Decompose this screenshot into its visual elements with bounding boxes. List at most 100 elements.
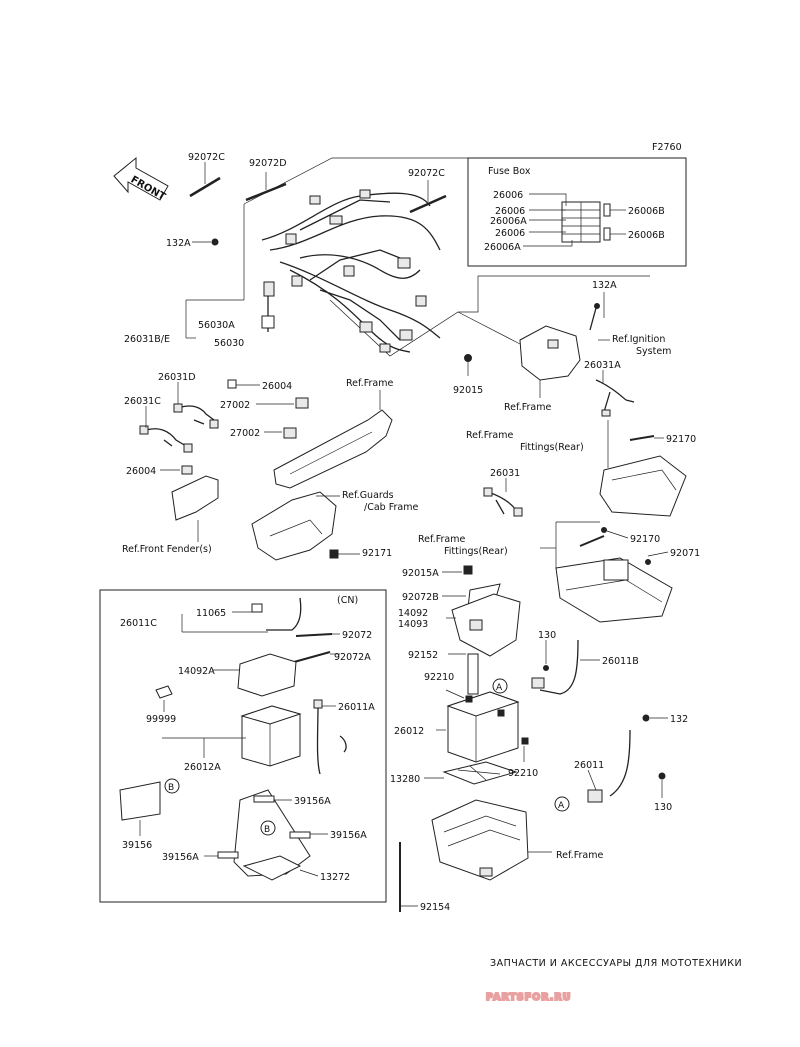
frame-rail-center xyxy=(256,390,393,489)
part-label: 130 xyxy=(654,802,672,813)
ref-label: Fittings(Rear) xyxy=(520,442,584,453)
frame-bracket-ignition xyxy=(519,292,610,398)
ref-label: Ref.Frame xyxy=(504,402,551,413)
fuse-label-3: 26006A xyxy=(490,216,527,227)
part-label: 92154 xyxy=(420,902,450,913)
part-label: 26011A xyxy=(338,702,375,713)
part-label: 56030A xyxy=(198,320,235,331)
fuse-label-6: 26006B xyxy=(628,206,665,217)
part-label: 92210 xyxy=(424,672,454,683)
ref-label: System xyxy=(636,346,671,357)
part-label: 92170 xyxy=(666,434,696,445)
ref-label: Ref.Ignition xyxy=(612,334,665,345)
figure-code: F2760 xyxy=(652,142,682,153)
harness-26031a xyxy=(595,370,635,417)
part-label: 14092A xyxy=(178,666,215,677)
clip-26004-a xyxy=(227,379,260,389)
main-wiring-harness xyxy=(185,157,650,357)
part-label: 132A xyxy=(592,280,617,291)
cn-box: (CN) xyxy=(99,589,387,903)
part-label: 92071 xyxy=(670,548,700,559)
watermark-brand: PARTSFOR.RU xyxy=(486,992,571,1003)
part-label: 92171 xyxy=(362,548,392,559)
part-label: 13280 xyxy=(390,774,420,785)
part-label: 26011C xyxy=(120,618,157,629)
part-label: 26004 xyxy=(126,466,156,477)
battery-case-14092 xyxy=(442,565,521,695)
clamp-92072c-a xyxy=(189,162,221,198)
part-label: 26011B xyxy=(602,656,639,667)
clamp-92072d xyxy=(245,172,287,202)
ref-label: Ref.Frame xyxy=(346,378,393,389)
ref-label: Ref.Frame xyxy=(556,850,603,861)
ref-label: Ref.Guards xyxy=(342,490,394,501)
part-label: 26031A xyxy=(584,360,621,371)
fuse-box-panel: Fuse Box 26006 26006 26006A 26006 26006A… xyxy=(467,157,687,267)
part-label: 92152 xyxy=(408,650,438,661)
ref-label: Ref.Frame xyxy=(466,430,513,441)
part-label: 26031C xyxy=(124,396,161,407)
part-label: 14092 xyxy=(398,608,428,619)
battery-tray-frame xyxy=(399,799,552,912)
callout-a-1: A xyxy=(492,678,508,694)
ref-label: Ref.Front Fender(s) xyxy=(122,544,212,555)
part-label: 92210 xyxy=(508,768,538,779)
part-label: 39156A xyxy=(294,796,331,807)
fuse-box-title: Fuse Box xyxy=(488,166,531,177)
part-label: 27002 xyxy=(230,428,260,439)
rear-frame-fittings-lower xyxy=(540,521,673,623)
part-label: 92170 xyxy=(630,534,660,545)
part-label: 92072D xyxy=(249,158,287,169)
fuse-label-2: 26006 xyxy=(495,206,525,217)
callout-a-2: A xyxy=(554,796,570,812)
fuse-label-1: 26006 xyxy=(493,190,523,201)
harness-26031c xyxy=(139,406,193,453)
part-label: 26004 xyxy=(262,381,292,392)
part-label: 27002 xyxy=(220,400,250,411)
nut-92015 xyxy=(464,354,472,376)
part-label: 92072B xyxy=(402,592,439,603)
battery-mat-13280 xyxy=(424,761,518,785)
part-label: 11065 xyxy=(196,608,226,619)
part-label: 13272 xyxy=(320,872,350,883)
part-label: 14093 xyxy=(398,619,428,630)
harness-26031d xyxy=(173,382,219,429)
part-label: 130 xyxy=(538,630,556,641)
front-arrow-icon: FRONT xyxy=(113,156,169,203)
part-label: 132A xyxy=(166,238,191,249)
part-label: 92072C xyxy=(188,152,225,163)
part-label: 56030 xyxy=(214,338,244,349)
watermark: ЗАПЧАСТИ И АКСЕССУАРЫ ДЛЯ МОТОТЕХНИКИ PA… xyxy=(485,958,742,1004)
harness-26031 xyxy=(483,478,523,517)
part-label: 92015A xyxy=(402,568,439,579)
svg-text:A: A xyxy=(558,801,565,811)
cn-box-title: (CN) xyxy=(337,595,358,606)
fuse-label-5: 26006A xyxy=(484,242,521,253)
part-label: 92015 xyxy=(453,385,483,396)
clamp-92072c-b xyxy=(409,180,447,214)
part-label: 26031D xyxy=(158,372,196,383)
ref-label: Fittings(Rear) xyxy=(444,546,508,557)
svg-text:B: B xyxy=(264,825,270,835)
part-label: 39156 xyxy=(122,840,152,851)
watermark-subtitle: ЗАПЧАСТИ И АКСЕССУАРЫ ДЛЯ МОТОТЕХНИКИ xyxy=(490,958,742,969)
part-label: 99999 xyxy=(146,714,176,725)
callout-b-1: B xyxy=(164,778,180,794)
battery-26012 xyxy=(436,689,529,763)
fuse-label-4: 26006 xyxy=(495,228,525,239)
part-label: 26011 xyxy=(574,760,604,771)
part-label: 26031 xyxy=(490,468,520,479)
part-label: 26012A xyxy=(184,762,221,773)
rear-frame-fittings-upper xyxy=(599,420,687,517)
part-label: 92072C xyxy=(408,168,445,179)
ref-label: Ref.Frame xyxy=(418,534,465,545)
part-label: 92072A xyxy=(334,652,371,663)
part-label: 26012 xyxy=(394,726,424,737)
fuse-label-7: 26006B xyxy=(628,230,665,241)
battery-cable-26011 xyxy=(587,714,668,803)
part-label: 26031B/E xyxy=(124,334,170,345)
part-label: 39156A xyxy=(162,852,199,863)
part-label: 92072 xyxy=(342,630,372,641)
ref-label: /Cab Frame xyxy=(364,502,418,513)
